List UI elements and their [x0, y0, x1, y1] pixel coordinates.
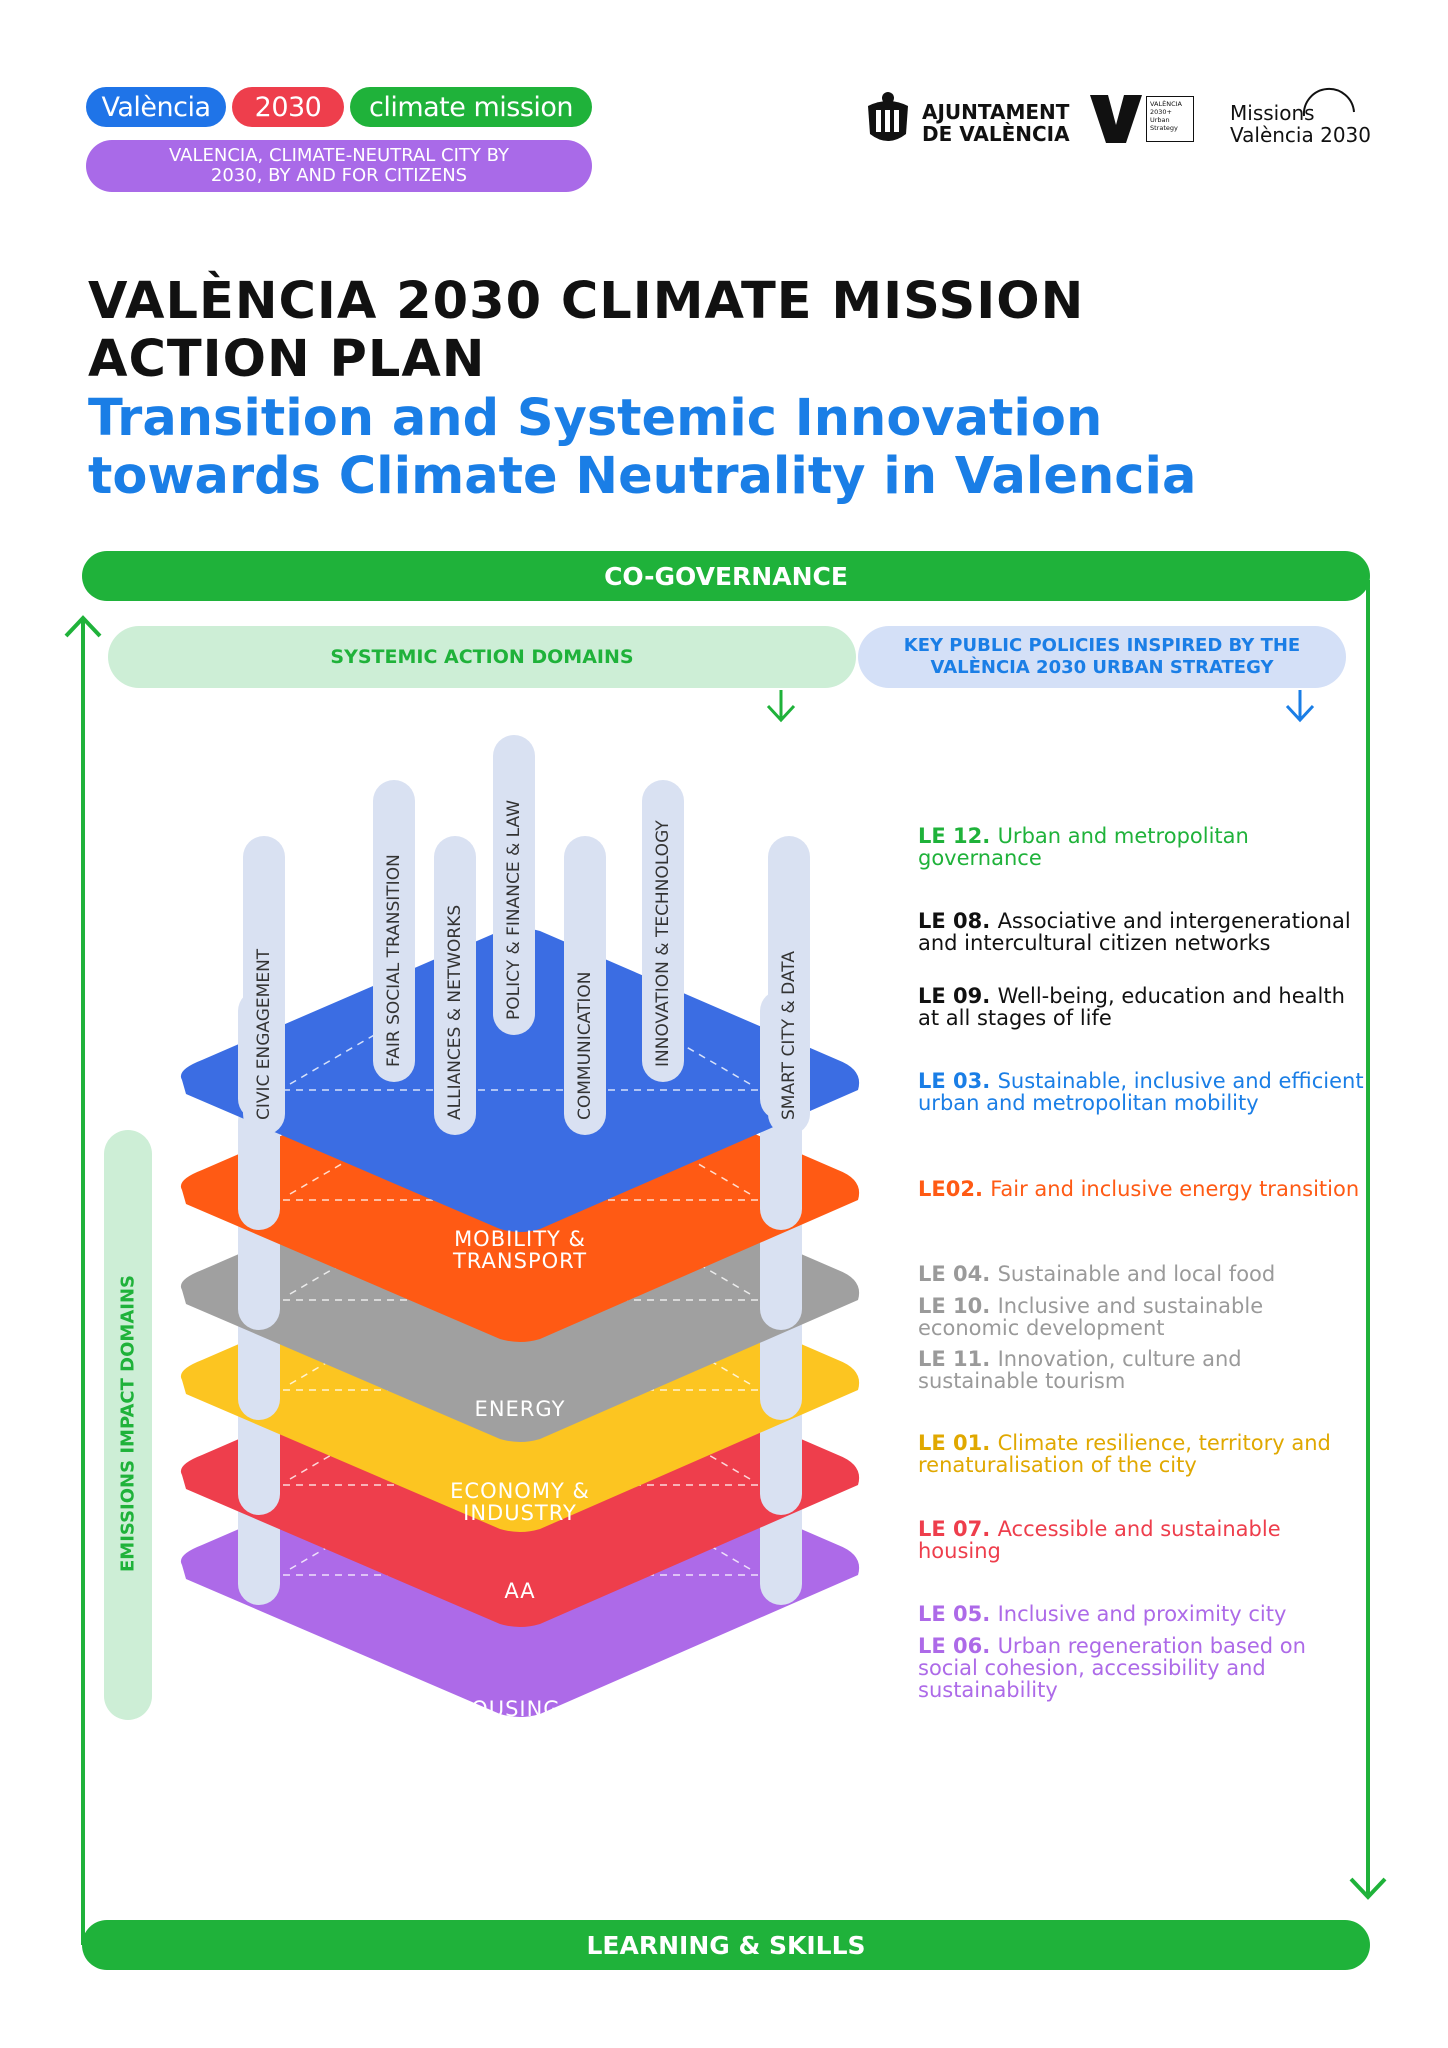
key-policies-pill: KEY PUBLIC POLICIES INSPIRED BY THE VALÈ…	[858, 626, 1346, 688]
pill-valencia: València	[86, 87, 226, 127]
layer-label-3: ECONOMY & INDUSTRY	[450, 1479, 590, 1525]
pill-climate-mission: climate mission	[350, 87, 592, 127]
co-governance-bar: CO-GOVERNANCE	[82, 551, 1370, 601]
policy-item: LE 11. Innovation, culture and sustainab…	[918, 1348, 1368, 1392]
policy-text: Urban and metropolitan governance	[918, 824, 1249, 870]
co-governance-label: CO-GOVERNANCE	[604, 561, 848, 591]
policy-text: Well-being, education and health at all …	[918, 984, 1345, 1030]
learning-skills-label: LEARNING & SKILLS	[586, 1930, 866, 1960]
tagline: VALENCIA, CLIMATE-NEUTRAL CITY BY 2030, …	[86, 140, 592, 192]
systemic-action-domains-label: SYSTEMIC ACTION DOMAINS	[330, 646, 634, 668]
policy-code: LE 01.	[918, 1431, 998, 1455]
policy-code: LE 05.	[918, 1602, 998, 1626]
policy-item: LE 06. Urban regeneration based on socia…	[918, 1635, 1368, 1701]
layer-label-2: ENERGY	[474, 1397, 566, 1421]
policy-code: LE 03.	[918, 1069, 998, 1093]
pillar-5	[564, 836, 606, 1135]
policy-text: Innovation, culture and sustainable tour…	[918, 1347, 1242, 1393]
policy-code: LE 07.	[918, 1517, 998, 1541]
policy-item: LE 04. Sustainable and local food	[918, 1263, 1368, 1285]
systemic-action-domains-pill: SYSTEMIC ACTION DOMAINS	[108, 626, 856, 688]
layer-label-6: URBANISM & HABITAT	[447, 1805, 593, 1851]
pillar-label-text: INNOVATION & TECHNOLOGY	[653, 820, 673, 1067]
policy-item: LE 01. Climate resilience, territory and…	[918, 1432, 1368, 1476]
page-title-line1: VALÈNCIA 2030 CLIMATE MISSION	[88, 272, 1085, 331]
ajuntament-logo-text: AJUNTAMENT DE VALÈNCIA	[922, 100, 1070, 146]
policy-item: LE 12. Urban and metropolitan governance	[918, 825, 1368, 869]
emissions-impact-pill	[104, 1130, 152, 1720]
tagline-text: VALENCIA, CLIMATE-NEUTRAL CITY BY 2030, …	[169, 145, 509, 186]
layer-1	[180, 928, 860, 1232]
pillar-4	[493, 735, 535, 1035]
policy-code: LE 11.	[918, 1347, 998, 1371]
v-logo-icon	[1090, 95, 1142, 143]
pillar-6	[642, 780, 684, 1082]
page-title-line2: ACTION PLAN	[88, 330, 486, 389]
layer-label-5: HOUSING & BUILDINGS	[454, 1697, 586, 1743]
policy-code: LE 08.	[918, 909, 998, 933]
policy-text: Sustainable and local food	[997, 1262, 1276, 1286]
pillar-3	[434, 836, 476, 1135]
pillar-label-text: CIVIC ENGAGEMENT	[254, 948, 274, 1120]
policy-code: LE 04.	[918, 1262, 998, 1286]
policy-text: Associative and intergenerational and in…	[918, 909, 1351, 955]
down-arrow-blue-icon	[1285, 690, 1315, 723]
strategy-logo-box: VALÈNCIA 2030+ Urban Strategy	[1146, 96, 1194, 142]
down-arrow-green-icon	[766, 690, 796, 723]
pillar-label-text: FAIR SOCIAL TRANSITION	[384, 854, 404, 1067]
pillar-label-text: SMART CITY & DATA	[779, 951, 799, 1120]
policy-text: Climate resilience, territory and renatu…	[918, 1431, 1331, 1477]
policy-code: LE02.	[918, 1177, 991, 1201]
learning-skills-bar: LEARNING & SKILLS	[82, 1920, 1370, 1970]
policy-item: LE 09. Well-being, education and health …	[918, 985, 1368, 1029]
policy-code: LE 10.	[918, 1294, 998, 1318]
layer-label-1: MOBILITY & TRANSPORT	[452, 1227, 588, 1273]
policy-text: Inclusive and sustainable economic devel…	[918, 1294, 1264, 1340]
pillar-7	[768, 836, 810, 1135]
policy-item: LE 05. Inclusive and proximity city	[918, 1603, 1368, 1625]
policy-item: LE02. Fair and inclusive energy transiti…	[918, 1178, 1368, 1200]
up-arrow-icon	[64, 615, 102, 638]
pillar-2	[373, 780, 415, 1082]
page-subtitle-line2: towards Climate Neutrality in Valencia	[88, 447, 1197, 506]
policy-text: Accessible and sustainable housing	[918, 1517, 1281, 1563]
policy-item: LE 03. Sustainable, inclusive and effici…	[918, 1070, 1368, 1114]
layer-label-4: AA	[504, 1579, 536, 1603]
missions-arc-icon	[1302, 87, 1355, 117]
policy-code: LE 12.	[918, 824, 998, 848]
pillar-label-text: COMMUNICATION	[575, 971, 595, 1120]
strategy-logo-text: VALÈNCIA 2030+ Urban Strategy	[1150, 100, 1182, 132]
pillar-1	[243, 836, 285, 1135]
pillar-label-text: POLICY & FINANCE & LAW	[504, 799, 524, 1020]
missions-logo-text: Missions València 2030	[1230, 101, 1371, 147]
key-policies-label: KEY PUBLIC POLICIES INSPIRED BY THE VALÈ…	[903, 635, 1301, 678]
policy-text: Sustainable, inclusive and efficient urb…	[918, 1069, 1364, 1115]
policy-text: Urban regeneration based on social cohes…	[918, 1634, 1306, 1702]
policy-item: LE 08. Associative and intergenerational…	[918, 910, 1368, 954]
down-arrow-icon	[1349, 1877, 1387, 1900]
policy-code: LE 06.	[918, 1634, 998, 1658]
pillar-label-text: ALLIANCES & NETWORKS	[445, 904, 465, 1120]
policy-item: LE 07. Accessible and sustainable housin…	[918, 1518, 1368, 1562]
page-subtitle-line1: Transition and Systemic Innovation	[88, 389, 1103, 448]
policy-item: LE 10. Inclusive and sustainable economi…	[918, 1295, 1368, 1339]
coat-of-arms-icon	[868, 92, 908, 141]
pill-2030: 2030	[232, 87, 344, 127]
policy-code: LE 09.	[918, 984, 998, 1008]
policy-text: Fair and inclusive energy transition	[990, 1177, 1360, 1201]
policy-text: Inclusive and proximity city	[997, 1602, 1287, 1626]
